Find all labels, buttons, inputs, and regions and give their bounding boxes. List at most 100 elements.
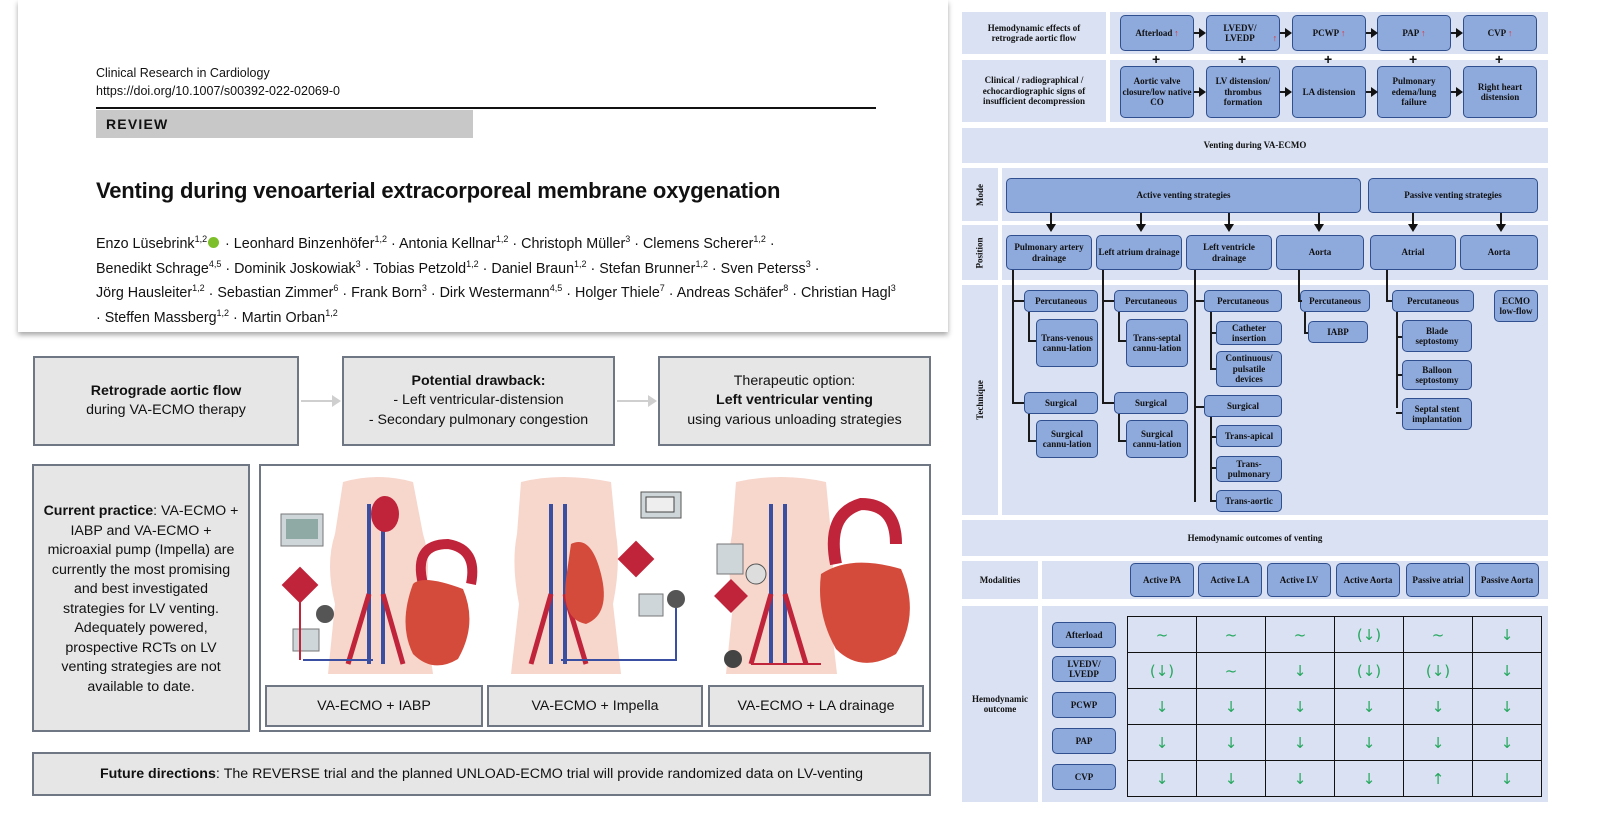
- modality-box: Passive Aorta: [1475, 563, 1539, 597]
- increase-arrow-icon: ↑: [1506, 27, 1513, 38]
- table-cell: ↓: [1265, 652, 1335, 689]
- author-name[interactable]: Andreas Schäfer8: [676, 283, 789, 302]
- arrow-down-icon: [1314, 224, 1324, 232]
- author-name[interactable]: Leonhard Binzenhöfer1,2: [233, 234, 388, 252]
- header-rule: [96, 107, 876, 109]
- position-label: Position: [974, 236, 985, 269]
- author-affiliation: 7: [659, 283, 665, 294]
- technique-box: Surgical: [1114, 392, 1188, 414]
- author-name[interactable]: Sebastian Zimmer6: [217, 283, 339, 302]
- arrow-down-icon: [1496, 224, 1506, 232]
- technique-box: Balloon septostomy: [1402, 360, 1472, 390]
- author-name[interactable]: Jörg Hausleiter1,2: [96, 283, 205, 302]
- plus-icon: +: [1324, 51, 1333, 67]
- arrow-right-icon: [1199, 28, 1206, 38]
- author-affiliation: 3: [355, 258, 361, 269]
- future-directions-box: Future directions: The REVERSE trial and…: [32, 752, 931, 796]
- author-affiliation: 1,2: [325, 308, 338, 319]
- table-cell: (↓): [1334, 616, 1404, 653]
- author-affiliation: 3: [421, 283, 427, 294]
- table-cell: ↓: [1334, 724, 1404, 761]
- technique-box: Percutaneous: [1024, 290, 1098, 312]
- connector-line: [1102, 300, 1114, 302]
- effect-label: PAP: [1402, 27, 1420, 38]
- signs-label: Clinical / radiographical / echocardiogr…: [982, 75, 1086, 107]
- author-name[interactable]: Benedikt Schrage4,5: [96, 258, 222, 277]
- modality-box: Active LV: [1267, 563, 1331, 597]
- modality-box: Active Aorta: [1336, 563, 1400, 597]
- author-name[interactable]: Antonia Kellnar1,2: [398, 234, 509, 252]
- author-affiliation: 1,2: [216, 308, 230, 319]
- section-label: REVIEW: [106, 116, 169, 132]
- table-cell: ↓: [1472, 652, 1542, 689]
- doi-link[interactable]: https://doi.org/10.1007/s00392-022-02069…: [96, 84, 340, 98]
- technique-box: Surgical cannu-lation: [1036, 420, 1098, 458]
- table-row: ↓↓↓↓↓↓: [1127, 724, 1542, 761]
- connector-line: [1280, 91, 1286, 93]
- connector-line: [1194, 91, 1200, 93]
- author-name[interactable]: Martin Orban1,2: [241, 308, 338, 327]
- arrow-right-icon: [1456, 87, 1463, 97]
- connector-line: [1366, 32, 1372, 34]
- author-affiliation: 3: [805, 258, 811, 269]
- author-name[interactable]: Dirk Westermann4,5: [439, 283, 563, 302]
- author-name[interactable]: Christian Hagl3: [800, 283, 896, 302]
- author-name[interactable]: Tobias Petzold1,2: [373, 258, 479, 277]
- author-affiliation: 8: [783, 283, 789, 294]
- technique-box: Trans-apical: [1216, 425, 1282, 447]
- connector-line: [1210, 467, 1216, 469]
- technique-box: Surgical cannu-lation: [1126, 420, 1188, 458]
- illustration-la-drainage: [714, 477, 910, 674]
- technique-box: Percutaneous: [1204, 290, 1282, 312]
- table-cell: ↓: [1127, 724, 1197, 761]
- table-cell: ↓: [1265, 760, 1335, 797]
- outcome-row-name: PCWP: [1052, 692, 1116, 718]
- author-affiliation: 1,2: [574, 258, 587, 269]
- connector-line: [1012, 270, 1014, 402]
- table-cell: (↓): [1403, 652, 1473, 689]
- author-name[interactable]: Steffen Massberg1,2: [104, 308, 230, 327]
- connector-line: [1118, 414, 1120, 440]
- current-practice-text: VA-ECMO + IABP and VA-ECMO + microaxial …: [47, 503, 239, 695]
- flow-1-line: during VA-ECMO therapy: [86, 402, 246, 418]
- effect-box: Afterload ↑: [1120, 15, 1194, 51]
- author-name[interactable]: Dominik Joskowiak3: [234, 258, 361, 277]
- connector-line: [1102, 270, 1104, 402]
- author-name[interactable]: Holger Thiele7: [575, 283, 665, 302]
- author-name[interactable]: Enzo Lüsebrink1,2: [96, 234, 221, 252]
- plus-icon: +: [1238, 51, 1247, 67]
- author-name[interactable]: Clemens Scherer1,2: [642, 234, 766, 252]
- author-affiliation: 3: [625, 234, 631, 244]
- orcid-icon[interactable]: [208, 236, 220, 248]
- author-name[interactable]: Daniel Braun1,2: [491, 258, 587, 277]
- outcome-row-name: Afterload: [1052, 622, 1116, 648]
- arrow-down-icon: [1408, 224, 1418, 232]
- flow-3-line: using various unloading strategies: [687, 411, 902, 428]
- technique-box: ECMO low-flow: [1494, 290, 1538, 322]
- technique-box: Percutaneous: [1300, 290, 1370, 312]
- connector-line: [1118, 312, 1120, 340]
- author-name[interactable]: Frank Born3: [351, 283, 427, 302]
- outcome-row-name: CVP: [1052, 764, 1116, 790]
- author-name[interactable]: Christoph Müller3: [521, 234, 631, 252]
- author-name[interactable]: Stefan Brunner1,2: [599, 258, 708, 277]
- connector-line: [1012, 402, 1024, 404]
- author-name[interactable]: Sven Peterss3: [720, 258, 811, 277]
- article-header-card: Clinical Research in Cardiology https://…: [18, 0, 948, 332]
- technique-box: Blade septostomy: [1402, 320, 1472, 352]
- author-affiliation: 1,2: [753, 234, 766, 244]
- arrow-down-icon: [1136, 224, 1146, 232]
- technique-box: Surgical: [1204, 395, 1282, 417]
- position-box: Aorta: [1276, 235, 1364, 270]
- section-bar: REVIEW: [96, 110, 473, 138]
- author-affiliation: 3: [890, 283, 896, 294]
- connector-line: [1386, 270, 1388, 300]
- current-practice-label: Current practice: [43, 503, 154, 519]
- connector-line: [1298, 300, 1302, 302]
- table-cell: ~: [1196, 616, 1266, 653]
- flow-2-line-2: - Secondary pulmonary congestion: [368, 411, 589, 428]
- mode-passive: Passive venting strategies: [1368, 178, 1538, 213]
- position-box: Left ventricle drainage: [1186, 235, 1272, 270]
- table-cell: ↓: [1127, 688, 1197, 725]
- increase-arrow-icon: ↑: [1272, 22, 1278, 43]
